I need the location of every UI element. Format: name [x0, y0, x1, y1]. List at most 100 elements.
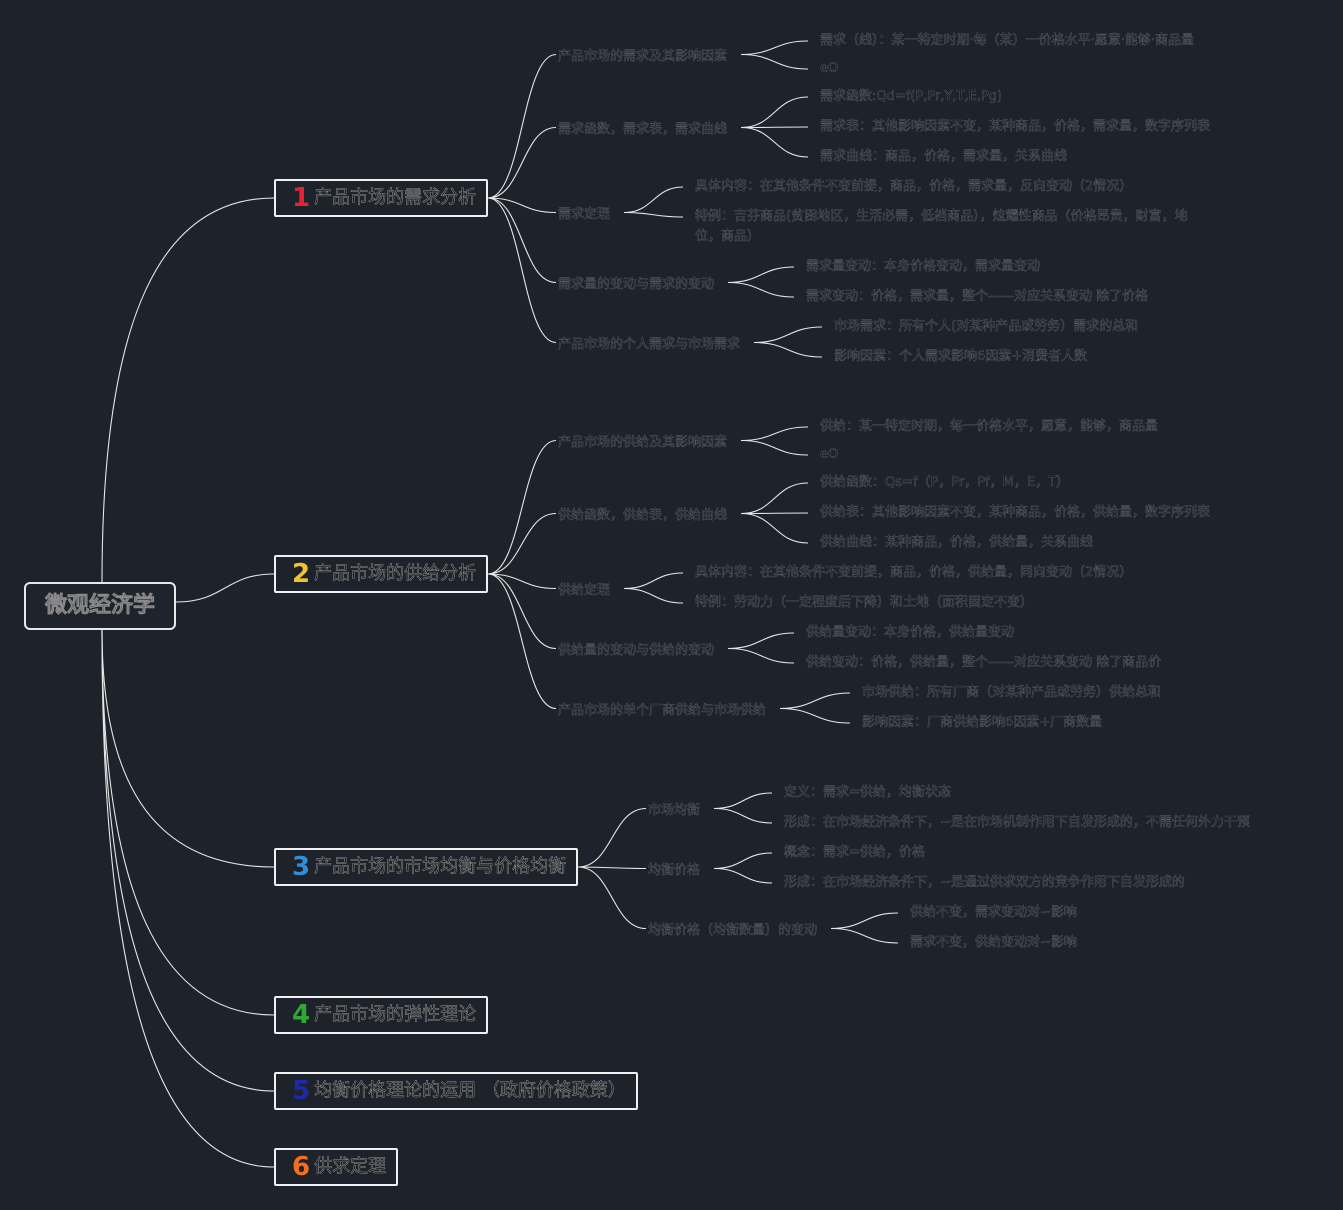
leaf-item[interactable]: 供给曲线：某种商品，价格，供给量，关系曲线	[820, 535, 1094, 550]
leaf-connector	[741, 53, 809, 70]
leaf-item[interactable]: 需求函数:Qd=f(P,Pr,Y,T,E,Pg)	[820, 89, 1003, 104]
leaf-connector	[741, 96, 809, 129]
leaf-connector	[741, 512, 809, 515]
branch-connector	[488, 126, 557, 199]
leaf-item[interactable]: 市场供给：所有厂商（对某种产品或劳务）供给总和	[862, 685, 1162, 700]
leaf-connector	[728, 632, 795, 650]
leaf-connector	[714, 807, 773, 824]
branch-title: 产品市场的市场均衡与价格均衡	[314, 856, 567, 878]
root-connector	[101, 629, 275, 1092]
leaf-item[interactable]: 供给量变动：本身价格，供给量变动	[806, 625, 1015, 640]
subtopic-market-equilibrium[interactable]: 市场均衡	[648, 803, 701, 818]
subtopic-supply-change[interactable]: 供给量的变动与供给的变动	[558, 643, 715, 658]
leaf-item[interactable]: 特例：劳动力（一定程度后下降）和土地（面积固定不变）	[695, 595, 1034, 610]
branch-connector	[488, 573, 557, 650]
branch-connector	[488, 573, 557, 710]
leaf-item[interactable]: 具体内容：在其他条件不变前提，商品，价格，供给量，同向变动（2情况）	[695, 565, 1133, 580]
leaf-connector	[831, 927, 899, 944]
leaf-connector	[741, 439, 809, 456]
branch-connector	[488, 439, 557, 575]
subtopic-supply-function[interactable]: 供给函数，供给表，供给曲线	[558, 508, 728, 523]
leaf-item[interactable]: 形成：在市场经济条件下，~是在市场机制作用下自发形成的，不需任何外力干预	[784, 815, 1250, 830]
leaf-connector	[741, 126, 809, 158]
branch-title: 均衡价格理论的运用 （政府价格政策）	[314, 1080, 626, 1102]
leaf-item[interactable]: 需求曲线：商品，价格，需求量，关系曲线	[820, 149, 1068, 164]
root-connector	[101, 629, 275, 1168]
branch-connector	[488, 573, 557, 590]
leaf-connector	[728, 266, 795, 284]
branch-number: 4	[292, 1000, 311, 1030]
leaf-item[interactable]: 需求变动：价格，需求量，整个——对应关系变动 除了价格	[806, 289, 1149, 304]
leaf-item[interactable]: 形成：在市场经济条件下，~是通过供求双方的竞争作用下自发形成的	[784, 875, 1185, 890]
leaf-item[interactable]: 影响因素：厂商供给影响6因素+厂商数量	[862, 715, 1103, 730]
leaf-connector	[624, 211, 684, 218]
leaf-connector	[624, 186, 684, 214]
leaf-item[interactable]: 需求量变动：本身价格变动，需求量变动	[806, 259, 1041, 274]
leaf-connector	[624, 587, 684, 604]
subtopic-market-demand[interactable]: 产品市场的个人需求与市场需求	[558, 337, 741, 352]
leaf-connector	[741, 512, 809, 544]
leaf-item[interactable]: 特例：吉芬商品(贫困地区，生活必需，低档商品），炫耀性商品（价格昂贵，财富，地位…	[695, 209, 1188, 244]
leaf-connector	[831, 912, 899, 930]
leaf-connector	[754, 326, 823, 344]
branch-title: 产品市场的需求分析	[314, 187, 477, 209]
subtopic-market-supply[interactable]: 产品市场的单个厂商供给与市场供给	[558, 703, 767, 718]
branch-number: 5	[292, 1076, 311, 1106]
subtopic-demand-factors[interactable]: 产品市场的需求及其影响因素	[558, 49, 728, 64]
leaf-item[interactable]: 供给：某一特定时期，每一价格水平，愿意，能够，商品量	[820, 419, 1159, 434]
subtopic-supply-factors[interactable]: 产品市场的供给及其影响因素	[558, 435, 728, 450]
subtopic-supply-law[interactable]: 供给定理	[558, 583, 611, 598]
branch-number: 1	[292, 183, 311, 213]
leaf-item[interactable]: 需求不变，供给变动对~影响	[910, 935, 1077, 950]
leaf-connector	[714, 792, 773, 810]
leaf-item[interactable]: 概念：需求=供给，价格	[784, 845, 925, 860]
leaf-item[interactable]: 市场需求：所有个人(对某种产品或劳务）需求的总和	[834, 319, 1139, 334]
root-connector	[101, 629, 275, 868]
branch-title: 产品市场的弹性理论	[314, 1004, 477, 1026]
subtopic-demand-function[interactable]: 需求函数，需求表，需求曲线	[558, 122, 728, 137]
root-topic[interactable]: 微观经济学	[24, 582, 176, 630]
leaf-connector	[780, 692, 851, 710]
branch-connector	[488, 197, 557, 284]
subtopic-equilibrium-price[interactable]: 均衡价格	[648, 863, 701, 878]
root-connector	[101, 629, 275, 1016]
branch-connector	[578, 866, 647, 870]
root-connector	[175, 573, 275, 603]
leaf-item[interactable]: eO	[820, 61, 839, 76]
leaf-connector	[624, 572, 684, 590]
leaf-item[interactable]: 需求表：其他影响因素不变，某种商品，价格，需求量，数字序列表	[820, 119, 1211, 134]
leaf-connector	[728, 647, 795, 664]
leaf-connector	[754, 341, 823, 358]
leaf-item[interactable]: eO	[820, 447, 839, 462]
branch-title: 供求定理	[314, 1156, 387, 1178]
leaf-connector	[741, 426, 809, 442]
leaf-item[interactable]: 需求（线）：某一特定时期·每（某）一价格水平·愿意·能够·商品量	[820, 33, 1195, 48]
leaf-connector	[741, 126, 809, 129]
subtopic-equilibrium-change[interactable]: 均衡价格（均衡数量）的变动	[648, 923, 818, 938]
subtopic-demand-change[interactable]: 需求量的变动与需求的变动	[558, 277, 715, 292]
branch-connector	[488, 197, 557, 344]
subtopic-demand-law[interactable]: 需求定理	[558, 207, 611, 222]
branch-number: 2	[292, 559, 311, 589]
leaf-item[interactable]: 供给变动：价格，供给量，整个——对应关系变动 除了商品价	[806, 655, 1162, 670]
leaf-item[interactable]: 供给表：其他影响因素不变，某种商品，价格，供给量，数字序列表	[820, 505, 1211, 520]
leaf-item[interactable]: 具体内容：在其他条件不变前提，商品，价格，需求量，反向变动（2情况）	[695, 179, 1133, 194]
leaf-item[interactable]: 供给函数：Qs=f（P，Pr，Pf，M，E，T）	[820, 475, 1070, 490]
leaf-connector	[714, 852, 773, 870]
branch-number: 3	[292, 852, 311, 882]
branch-number: 6	[292, 1152, 311, 1182]
leaf-connector	[728, 281, 795, 298]
leaf-item[interactable]: 影响因素：个人需求影响6因素+消费者人数	[834, 349, 1088, 364]
leaf-item[interactable]: 定义：需求=供给，均衡状态	[784, 785, 951, 800]
leaf-connector	[741, 482, 809, 515]
root-connector	[101, 197, 275, 583]
branch-connector	[578, 807, 647, 868]
leaf-item[interactable]: 供给不变，需求变动对~影响	[910, 905, 1077, 920]
